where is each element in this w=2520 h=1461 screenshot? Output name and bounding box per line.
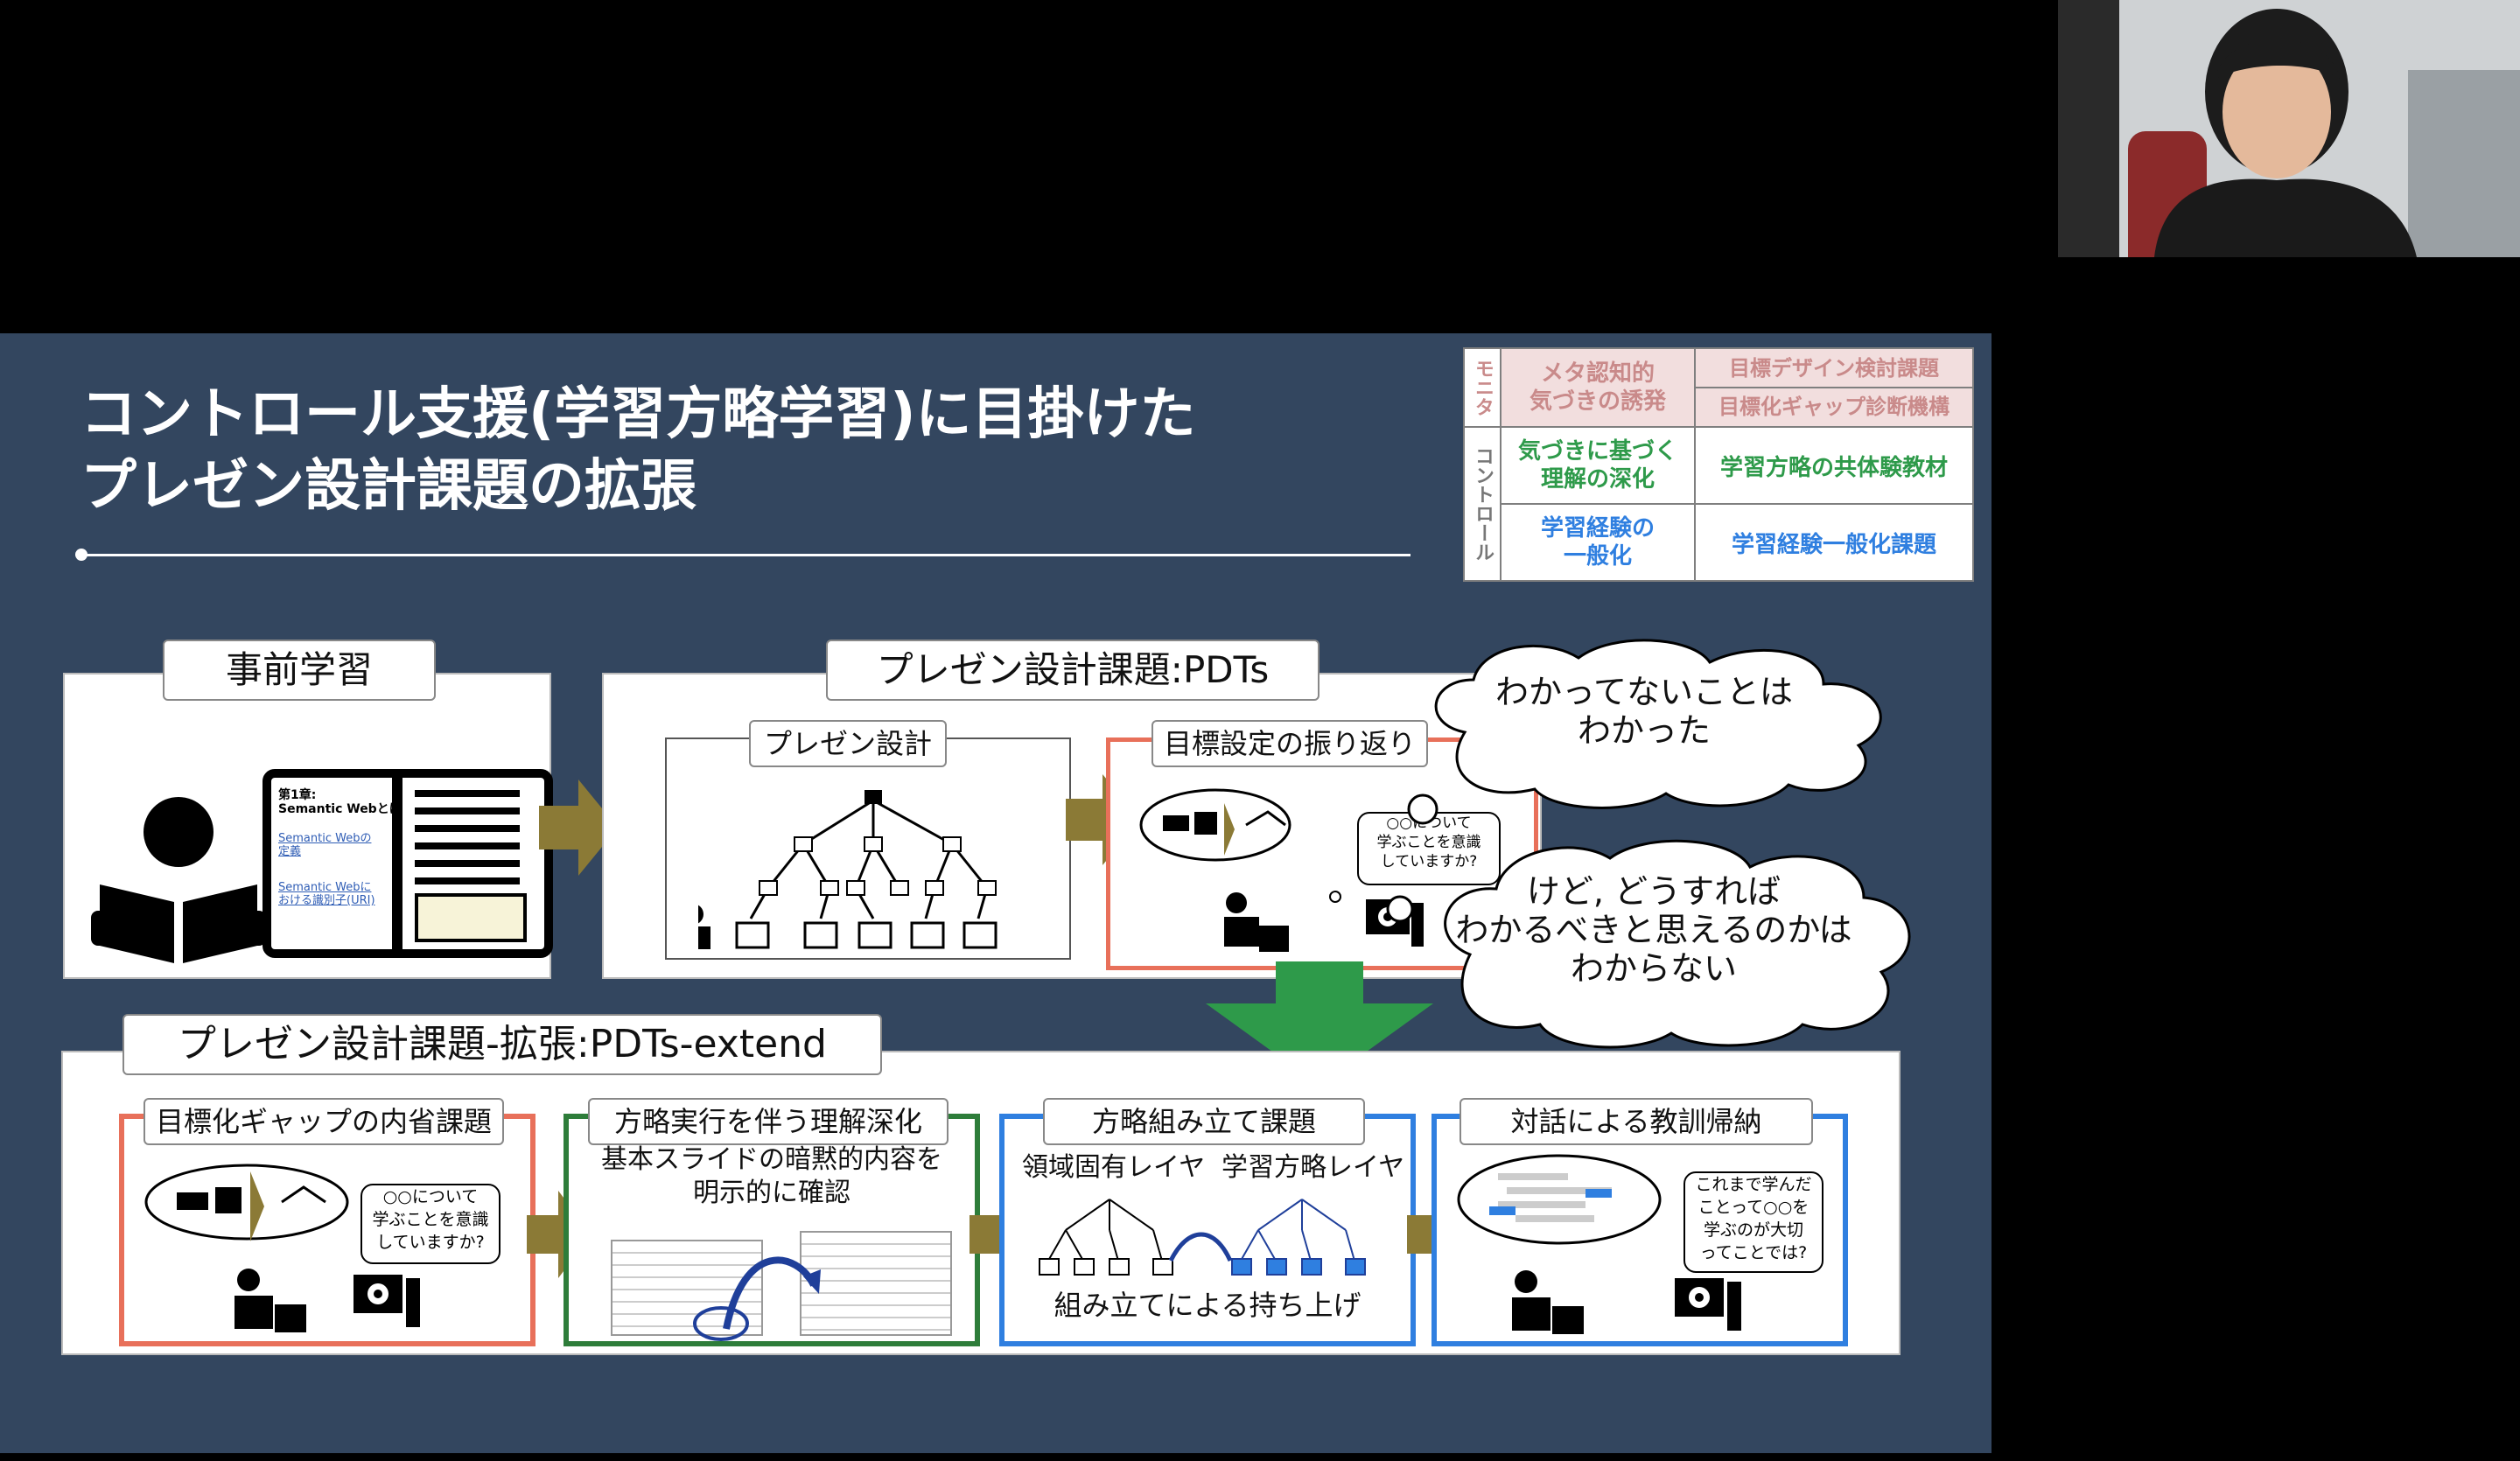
table-cell-strategy-material: 学習方略の共体験教材 (1694, 426, 1974, 505)
thought-cloud-2 (1444, 839, 1911, 1049)
arrow-right-icon (539, 779, 618, 876)
curved-arrow-icon (693, 1256, 821, 1341)
thought-text-2: けど, どうすれば わかるべきと思えるのかは わからない (1455, 872, 1852, 988)
person-at-desk-icon (234, 1269, 306, 1332)
pdts-extend-label: プレゼン設計課題-拡張:PDTs-extend (122, 1014, 882, 1075)
thinking-cloud-icon (1457, 1154, 1662, 1245)
panel-strategy-deepening-title: 方略実行を伴う理解深化 (588, 1098, 948, 1145)
layer-trees-icon (1039, 1199, 1366, 1276)
panel-strategy-deepening-body: 基本スライドの暗黙的内容を 明示的に確認 (601, 1144, 942, 1208)
slide-thumbnail-right (800, 1231, 952, 1336)
book-chapter: 第1章: Semantic Webとは (278, 788, 402, 816)
title-underline-dot (75, 549, 88, 561)
thinking-cloud-icon (144, 1164, 349, 1241)
slide-tree-icon (698, 790, 998, 949)
book-link-uri: Semantic Webに おける識別子(URI) (278, 881, 375, 907)
panel-strategy-assembly-title: 方略組み立て課題 (1043, 1098, 1365, 1145)
control-label: コントロール (1463, 426, 1502, 582)
strategy-layer-label: 学習方略レイヤ (1222, 1152, 1405, 1183)
panel-dialog-induction-title: 対話による教訓帰納 (1460, 1098, 1813, 1145)
pre-learning-label: 事前学習 (163, 640, 436, 701)
panel-dialog-induction: これまで学んだ ことって○○を 学ぶのが大切 ってことでは? (1432, 1114, 1848, 1346)
assembly-caption: 組み立てによる持ち上げ (1054, 1289, 1362, 1322)
arrow-right-icon (1066, 774, 1141, 865)
person-video-icon (2154, 9, 2417, 257)
reader-icon (91, 797, 266, 963)
presentation-slide: コントロール支援(学習方略学習)に目掛けた プレゼン設計課題の拡張 モニタ メタ… (0, 333, 1992, 1453)
person-at-desk-icon (1512, 1270, 1584, 1334)
monitor-label: モニタ (1463, 347, 1502, 428)
table-cell-goal: 目標デザイン検討課題 目標化ギャップ診断機構 (1694, 347, 1974, 428)
panel-strategy-assembly: 領域固有レイヤ 学習方略レイヤ 組み立てによる持ち上げ (999, 1114, 1416, 1346)
thought-trail-dots (1329, 793, 1438, 923)
table-cell-generalization-task: 学習経験一般化課題 (1694, 503, 1974, 582)
slide-title-line1: コントロール支援(学習方略学習)に目掛けた (80, 382, 1196, 447)
panel-strategy-deepening: 基本スライドの暗黙的内容を 明示的に確認 (564, 1114, 980, 1346)
goal-reflection-label: 目標設定の振り返り (1152, 720, 1428, 767)
pdts-label: プレゼン設計課題:PDTs (826, 640, 1320, 701)
pre-learning-box: 第1章: Semantic Webとは Semantic Webの 定義 Sem… (63, 673, 553, 979)
thought-cloud-1 (1434, 639, 1882, 809)
gap-question-bubble: ○○について 学ぶことを意識 していますか? (360, 1184, 500, 1264)
table-cell-metacog: メタ認知的 気づきの誘発 (1500, 347, 1696, 428)
domain-layer-label: 領域固有レイヤ (1022, 1152, 1206, 1183)
title-underline (80, 554, 1410, 556)
arrow-down-icon (1206, 961, 1433, 1086)
framework-table: モニタ メタ認知的 気づきの誘発 目標デザイン検討課題 目標化ギャップ診断機構 … (1463, 347, 1974, 582)
table-cell-deepening: 気づきに基づく 理解の深化 (1500, 426, 1696, 505)
presentation-design-label: プレゼン設計 (749, 720, 947, 767)
thought-text-1: わかってないことは わかった (1494, 673, 1794, 750)
panel-gap-reflection-title: 目標化ギャップの内省課題 (144, 1098, 504, 1145)
bookshelf (2058, 0, 2119, 257)
slide-title-line2: プレゼン設計課題の拡張 (80, 454, 696, 519)
presentation-design-panel (665, 737, 1071, 960)
computer-gear-icon (1675, 1278, 1741, 1331)
person-at-desk-icon (1224, 892, 1289, 952)
arrow-right-icon (527, 1191, 592, 1278)
computer-gear-icon (354, 1275, 420, 1327)
panel-gap-reflection: ○○について 学ぶことを意識 していますか? (119, 1114, 536, 1346)
book-link-definition: Semantic Webの 定義 (278, 832, 372, 858)
book-icon: 第1章: Semantic Webとは Semantic Webの 定義 Sem… (262, 769, 553, 958)
thinking-cloud-icon (1139, 788, 1292, 862)
dialog-bubble: これまで学んだ ことって○○を 学ぶのが大切 ってことでは? (1684, 1171, 1824, 1273)
table-cell-generalization: 学習経験の 一般化 (1500, 503, 1696, 582)
webcam-feed (2058, 0, 2520, 257)
background-shelf (2408, 70, 2520, 257)
